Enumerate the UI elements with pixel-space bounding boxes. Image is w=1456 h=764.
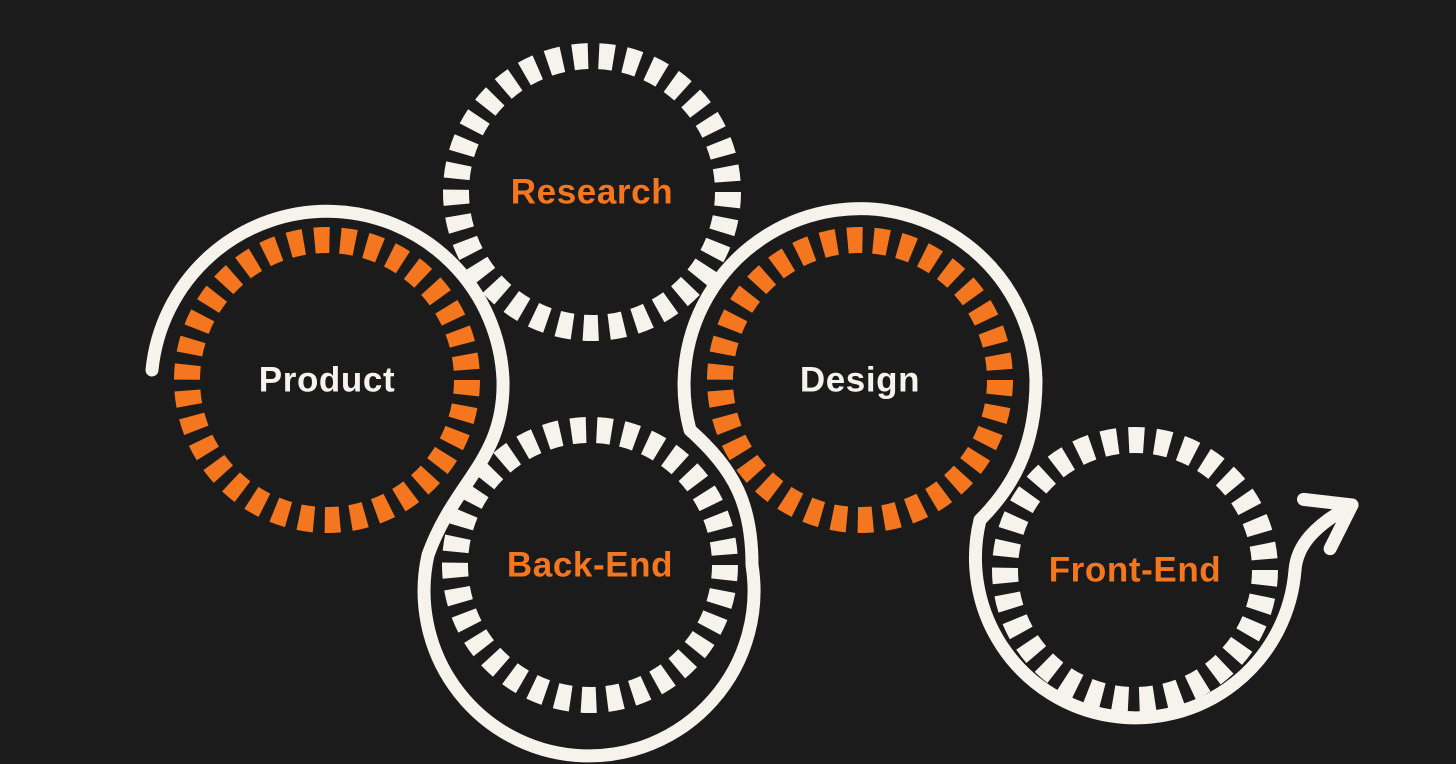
node-label-research: Research (511, 173, 673, 212)
node-ring-backend (442, 417, 738, 713)
node-ring-design (707, 227, 1013, 533)
node-ring-product (174, 227, 480, 533)
node-ring-frontend (992, 427, 1278, 713)
node-rings (174, 43, 1278, 713)
node-label-design: Design (800, 361, 920, 400)
node-label-product: Product (259, 361, 395, 400)
node-ring-research (443, 43, 741, 341)
node-label-backend: Back-End (507, 546, 673, 585)
node-label-frontend: Front-End (1049, 551, 1222, 590)
flow-line (145, 202, 1359, 763)
